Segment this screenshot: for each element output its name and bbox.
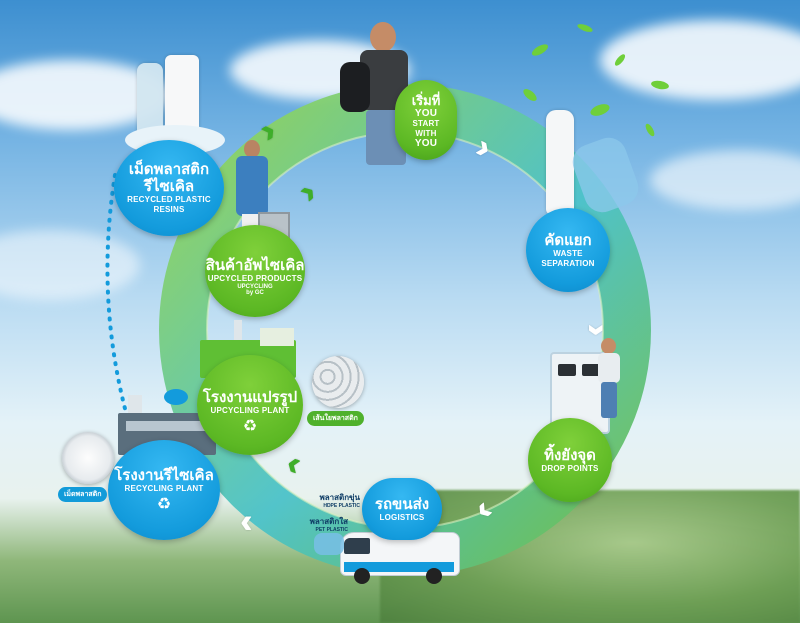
bottle-pile	[314, 533, 344, 555]
upcycling-plant-node: โรงงานแปรรูป UPCYCLING PLANT ♻	[197, 355, 303, 455]
start-en: START	[412, 118, 440, 128]
start-you: YOU	[414, 107, 438, 119]
chevron-left-icon: ››	[250, 506, 253, 544]
recycling-plant-thai: โรงงานรีไซเคิล	[114, 467, 214, 484]
separation-en2: SEPARATION	[541, 258, 595, 268]
start-with-you-node: เริ่มที่ YOU START WITH YOU	[395, 80, 457, 160]
upcycled-thai: สินค้าอัพไซเคิล	[205, 256, 305, 274]
upcycling-plant-en: UPCYCLING PLANT	[210, 406, 290, 415]
gc-logo: by GC	[246, 289, 264, 296]
recycling-plant-en: RECYCLING PLANT	[124, 484, 204, 493]
plastic-fiber-image	[312, 356, 364, 408]
fiber-label: เส้นใยพลาสติก	[307, 411, 364, 426]
pet-en: PET PLASTIC	[315, 527, 348, 533]
drop-thai: ทิ้งยังจุด	[544, 446, 596, 464]
separation-thai: คัดแยก	[544, 231, 592, 249]
logistics-node: รถขนส่ง LOGISTICS	[362, 478, 442, 540]
cloud	[600, 20, 800, 100]
start-thai: เริ่มที่	[411, 92, 441, 108]
recycled-resins-node: เม็ดพลาสติกรีไซเคิล RECYCLED PLASTIC RES…	[114, 140, 224, 236]
you-en: YOU	[414, 137, 438, 149]
upcycling-plant-thai: โรงงานแปรรูป	[202, 389, 298, 406]
pellets-image	[62, 432, 114, 484]
person-drop-point	[598, 338, 620, 418]
recycle-icon: ♻	[242, 418, 258, 435]
pet-thai: พลาสติกใส	[309, 517, 348, 526]
hdpe-thai: พลาสติกขุ่น	[319, 493, 360, 502]
waste-separation-node: คัดแยก WASTE SEPARATION	[526, 208, 610, 292]
resins-en1: RECYCLED PLASTIC	[127, 195, 211, 204]
recycle-icon: ♻	[156, 496, 172, 513]
cloud	[0, 230, 140, 300]
with-en: WITH	[415, 128, 437, 138]
resins-thai: เม็ดพลาสติกรีไซเคิล	[128, 161, 210, 195]
logistics-thai: รถขนส่ง	[374, 495, 430, 513]
upcycled-en: UPCYCLED PRODUCTS	[207, 273, 303, 283]
hdpe-en: HDPE PLASTIC	[323, 503, 360, 509]
hdpe-label: พลาสติกขุ่น HDPE PLASTIC	[300, 493, 360, 511]
pet-label: พลาสติกใส PET PLASTIC	[296, 517, 348, 535]
drop-en: DROP POINTS	[541, 463, 599, 473]
recycling-plant-node: โรงงานรีไซเคิล RECYCLING PLANT ♻	[108, 440, 220, 540]
upcycled-products-node: สินค้าอัพไซเคิล UPCYCLED PRODUCTS UPCYCL…	[205, 225, 305, 317]
drop-points-node: ทิ้งยังจุด DROP POINTS	[528, 418, 612, 502]
cloud	[650, 150, 800, 210]
upcycling-brand: UPCYCLING	[237, 283, 273, 290]
resins-en2: RESINS	[153, 205, 185, 214]
chevron-down-icon: ››	[578, 323, 617, 327]
pellets-label: เม็ดพลาสติก	[58, 487, 108, 502]
separation-en1: WASTE	[553, 248, 583, 258]
plastic-bottles	[540, 110, 644, 220]
person-drinking	[340, 22, 420, 167]
logistics-en: LOGISTICS	[379, 512, 425, 522]
